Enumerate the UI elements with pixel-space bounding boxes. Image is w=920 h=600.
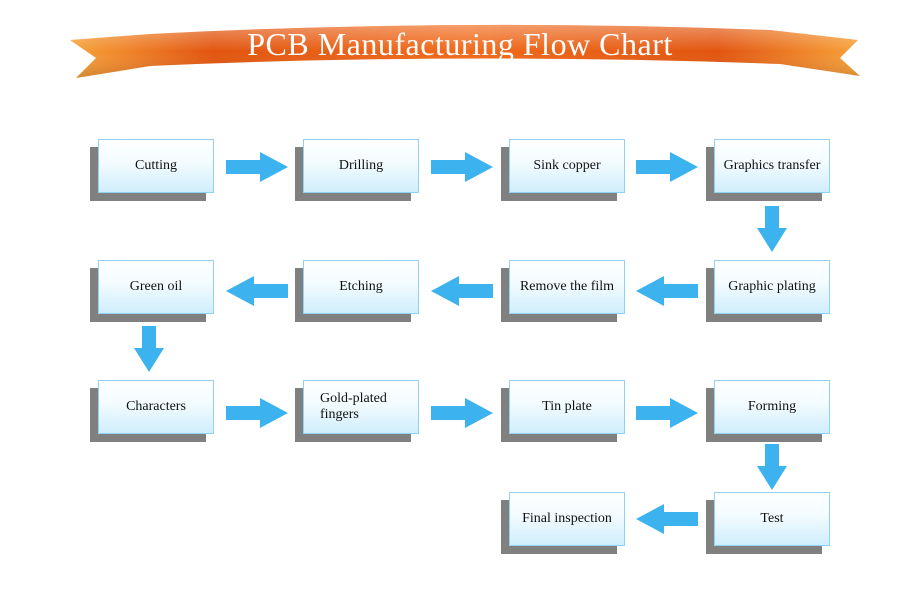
step-label: Test <box>714 492 830 546</box>
arrow-right-icon <box>431 152 493 182</box>
step-etching: Etching <box>295 260 419 322</box>
arrow-left-icon <box>431 276 493 306</box>
step-label: Forming <box>714 380 830 434</box>
step-remove-the-film: Remove the film <box>501 260 625 322</box>
step-label: Drilling <box>303 139 419 193</box>
title-banner <box>70 24 860 78</box>
step-label: Graphic plating <box>714 260 830 314</box>
step-label: Cutting <box>98 139 214 193</box>
step-cutting: Cutting <box>90 139 214 201</box>
step-gold-plated-fingers: Gold-plated fingers <box>295 380 419 442</box>
arrow-left-icon <box>636 276 698 306</box>
step-label: Gold-plated fingers <box>303 380 419 434</box>
arrow-left-icon <box>636 504 698 534</box>
step-drilling: Drilling <box>295 139 419 201</box>
step-final-inspection: Final inspection <box>501 492 625 554</box>
step-characters: Characters <box>90 380 214 442</box>
arrow-right-icon <box>431 398 493 428</box>
step-graphics-transfer: Graphics transfer <box>706 139 830 201</box>
arrow-right-icon <box>226 152 288 182</box>
step-sink-copper: Sink copper <box>501 139 625 201</box>
arrow-down-icon <box>757 444 787 490</box>
arrow-down-icon <box>134 326 164 372</box>
step-label: Final inspection <box>509 492 625 546</box>
step-tin-plate: Tin plate <box>501 380 625 442</box>
arrow-right-icon <box>226 398 288 428</box>
step-label: Etching <box>303 260 419 314</box>
arrow-right-icon <box>636 152 698 182</box>
step-label: Characters <box>98 380 214 434</box>
step-label: Remove the film <box>509 260 625 314</box>
arrow-left-icon <box>226 276 288 306</box>
arrow-right-icon <box>636 398 698 428</box>
step-label: Tin plate <box>509 380 625 434</box>
step-test: Test <box>706 492 830 554</box>
arrow-down-icon <box>757 206 787 252</box>
step-forming: Forming <box>706 380 830 442</box>
step-green-oil: Green oil <box>90 260 214 322</box>
step-label: Sink copper <box>509 139 625 193</box>
step-graphic-plating: Graphic plating <box>706 260 830 322</box>
step-label: Graphics transfer <box>714 139 830 193</box>
step-label: Green oil <box>98 260 214 314</box>
page-title: PCB Manufacturing Flow Chart <box>247 26 673 62</box>
